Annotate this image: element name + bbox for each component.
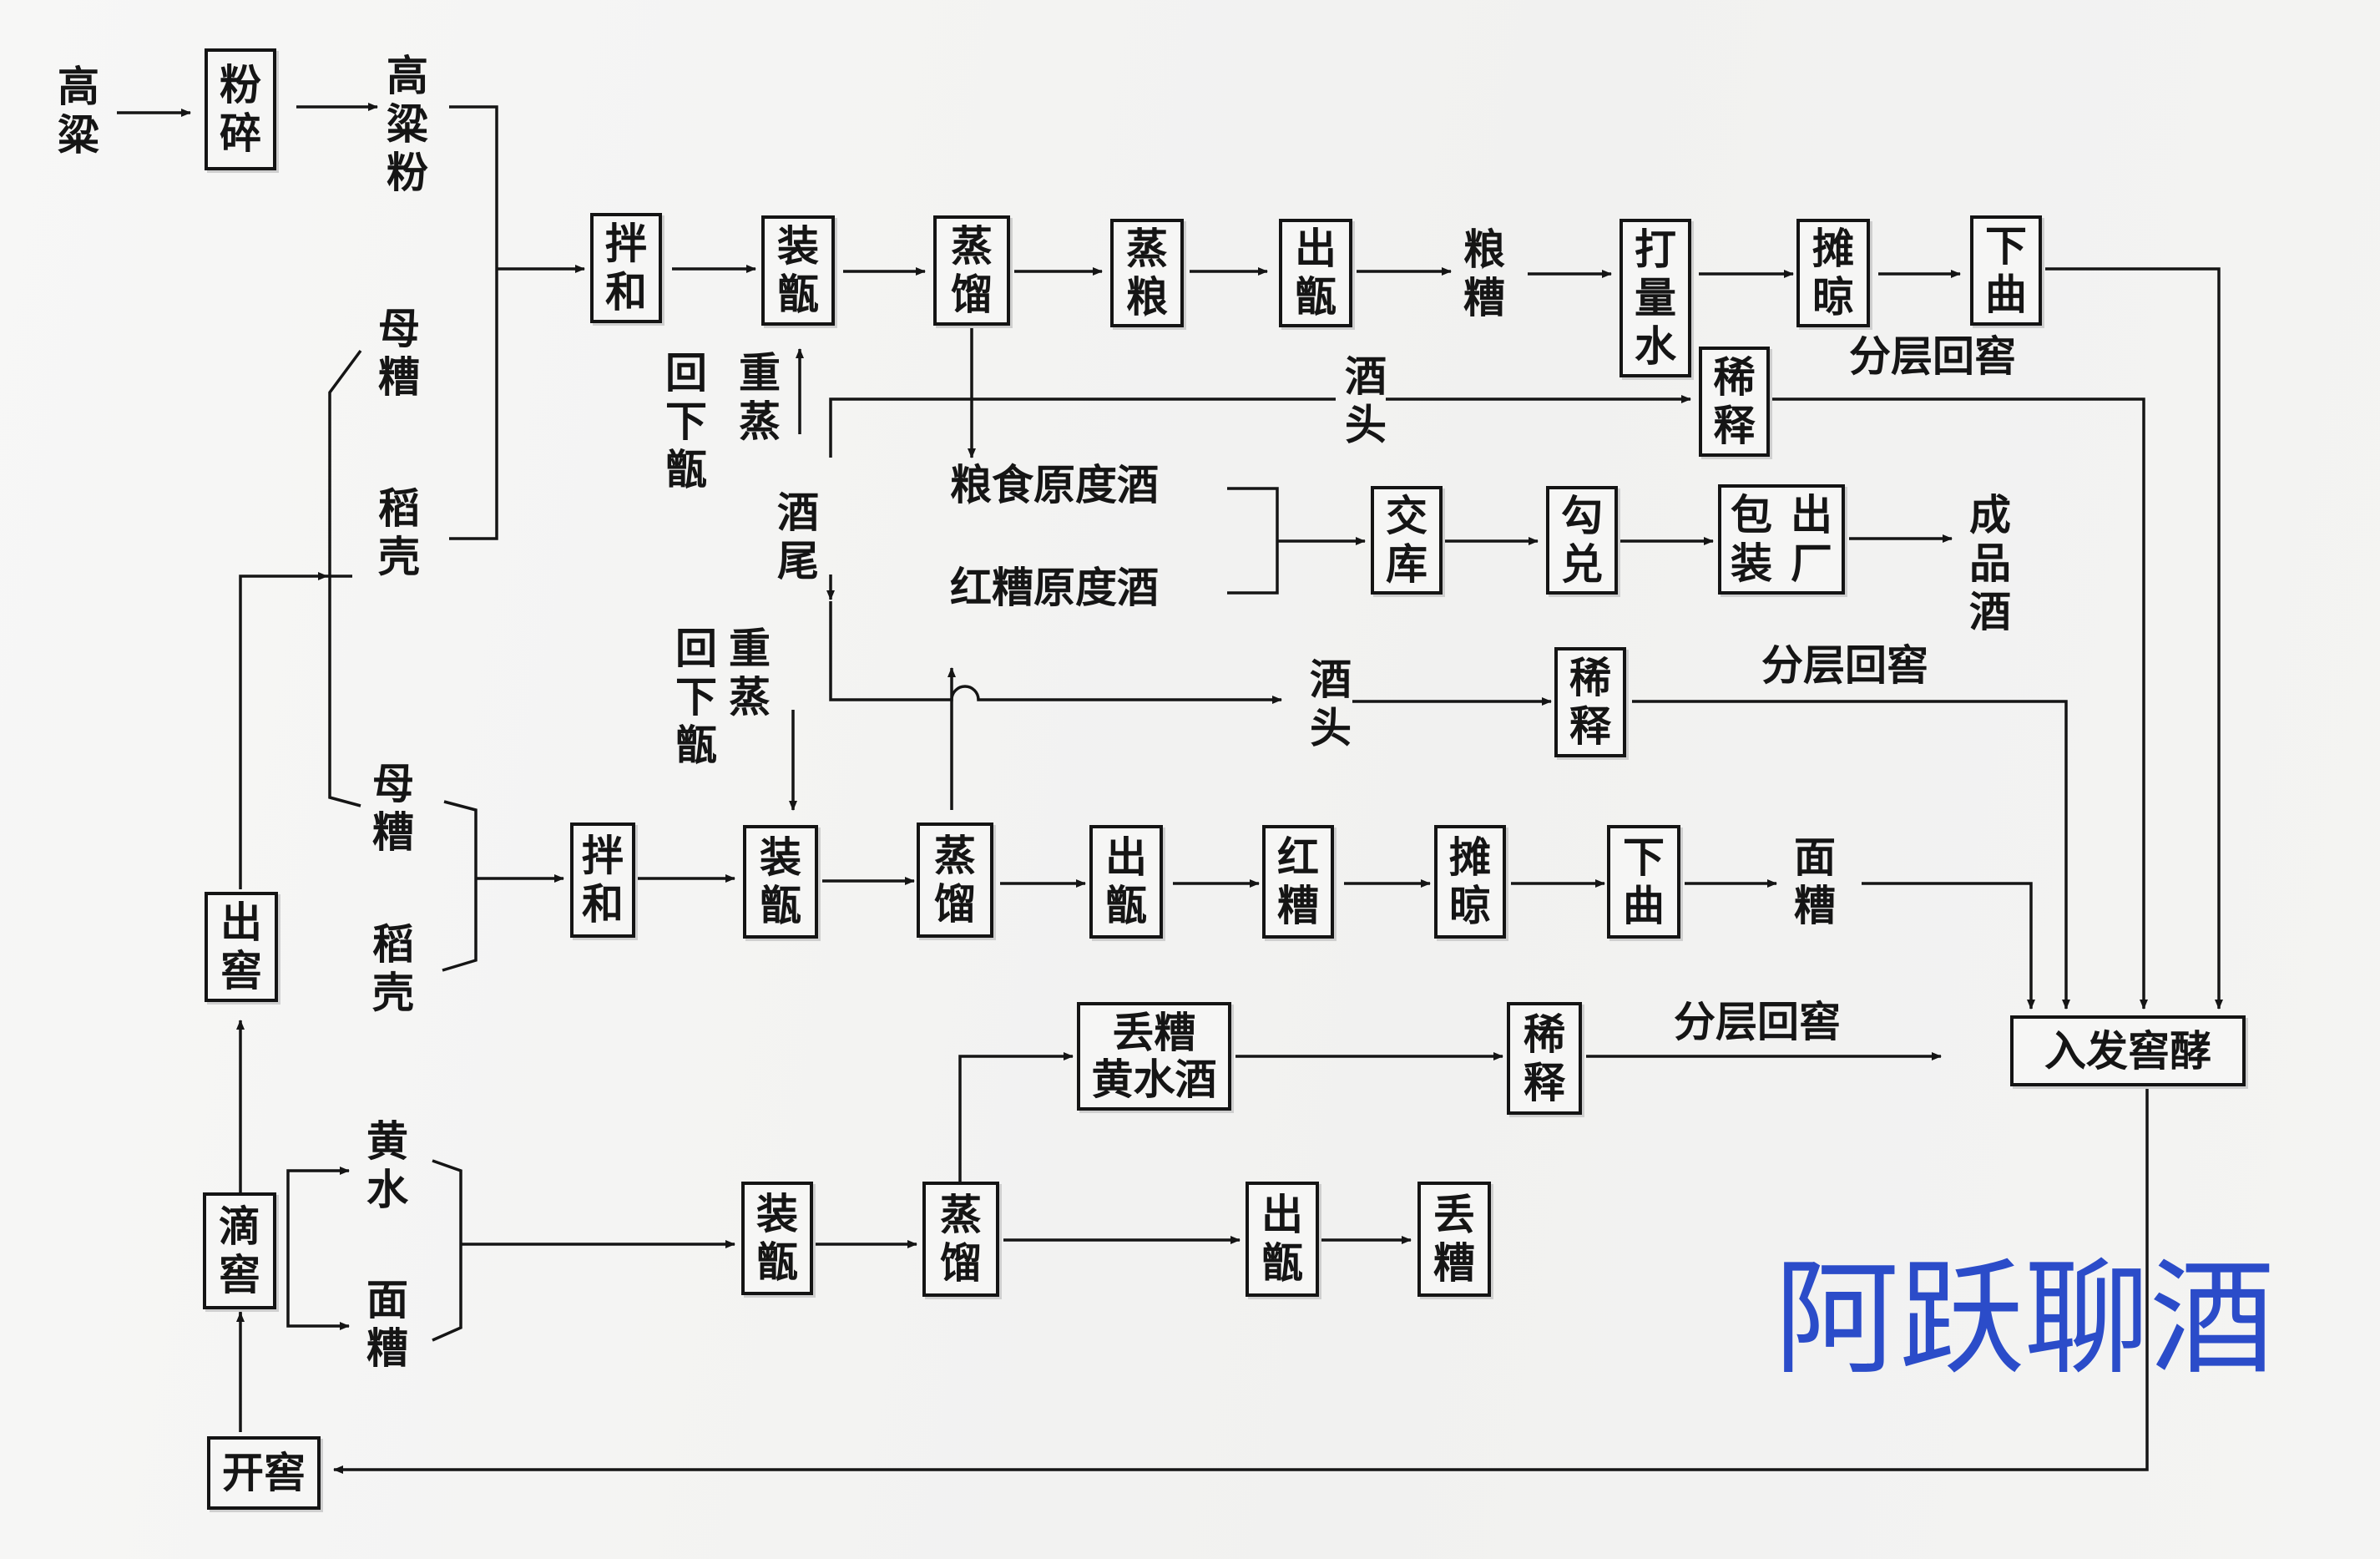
label-daoke-2: 稻壳 (372, 919, 414, 1017)
box-diuzao-huangshuijiu-label: 丢糟 黄水酒 (1091, 1008, 1217, 1104)
box-banhe-2: 拌和 (570, 823, 635, 938)
box-tanliang-1-label: 摊晾 (1812, 224, 1854, 321)
box-diuzao: 丢糟 (1417, 1182, 1491, 1297)
label-jiuwei: 酒尾 (777, 488, 819, 585)
box-diuzao-huangshuijiu: 丢糟 黄水酒 (1077, 1002, 1231, 1111)
label-chongzheng-2: 重蒸 (729, 624, 771, 721)
box-xishi-2: 稀释 (1554, 647, 1626, 757)
box-zhengliu-2-label: 蒸馏 (934, 831, 976, 929)
box-banhe-2-label: 拌和 (582, 831, 624, 929)
box-zhengliu-3: 蒸馏 (922, 1182, 999, 1297)
box-chuchang-label: 出厂 (1791, 490, 1832, 588)
box-xishi-1: 稀释 (1699, 347, 1770, 457)
box-chuzeng-2: 出甑 (1089, 825, 1163, 939)
box-hongzao: 红糟 (1262, 825, 1334, 939)
box-tanliang-1: 摊晾 (1796, 219, 1870, 327)
box-kaijiao: 开窖 (207, 1436, 321, 1510)
label-daoke-1: 稻壳 (378, 483, 420, 581)
label-jiutou-2: 酒头 (1310, 655, 1352, 752)
label-mianzao-2: 面糟 (366, 1275, 408, 1373)
box-dijiao: 滴窖 (203, 1192, 276, 1309)
box-tanliang-2: 摊晾 (1434, 825, 1506, 939)
box-xiaqu-2-label: 下曲 (1623, 833, 1665, 930)
box-jiaoku-label: 交库 (1386, 491, 1427, 589)
label-liangzao: 粮糟 (1463, 225, 1505, 322)
box-goudui-label: 勾兑 (1561, 491, 1603, 589)
label-fenceng-huijiao-1: 分层回窖 (1849, 332, 2016, 381)
label-fenceng-huijiao-3: 分层回窖 (1674, 997, 1841, 1046)
box-fensui: 粉碎 (205, 48, 276, 170)
label-chengpinjiu: 成品酒 (1969, 490, 2011, 636)
box-xishi-2-label: 稀释 (1569, 653, 1611, 751)
box-zhengliu-3-label: 蒸馏 (940, 1190, 982, 1288)
label-huixiazeng-2: 回下甑 (675, 624, 717, 770)
box-rufajiaojiao: 入发窖酵 (2010, 1015, 2246, 1086)
label-muzao-1: 母糟 (378, 304, 420, 402)
label-hongzao-yuandujiu: 红糟原度酒 (950, 563, 1159, 612)
box-chuzeng-3-label: 出甑 (1261, 1190, 1303, 1288)
box-xishi-1-label: 稀释 (1713, 352, 1756, 450)
box-zhengliang-label: 蒸粮 (1126, 224, 1168, 321)
label-gaoliangfen: 高粱粉 (387, 51, 428, 197)
box-daliangshui-label: 打量水 (1635, 225, 1676, 371)
box-chuzeng-1-label: 出甑 (1295, 224, 1337, 321)
box-jiaoku: 交库 (1371, 486, 1443, 595)
box-zhengliu-1: 蒸馏 (933, 215, 1010, 326)
box-baozhuang-chuchang: 包装出厂 (1718, 484, 1845, 595)
label-liangshi-yuandujiu: 粮食原度酒 (950, 460, 1159, 509)
box-zhengliang: 蒸粮 (1110, 219, 1184, 327)
box-chuzeng-1: 出甑 (1279, 219, 1352, 327)
box-xiaqu-1-label: 下曲 (1985, 221, 2027, 319)
box-xiaqu-1: 下曲 (1970, 215, 2042, 326)
watermark: 阿跃聊酒 (1774, 1247, 2276, 1392)
label-huixiazeng-1: 回下甑 (665, 348, 707, 494)
box-goudui: 勾兑 (1546, 486, 1618, 595)
box-dijiao-label: 滴窖 (219, 1202, 260, 1299)
box-zhuangzeng-2: 装甑 (743, 825, 818, 939)
box-zhengliu-1-label: 蒸馏 (951, 221, 993, 319)
label-jiutou-1: 酒头 (1345, 352, 1387, 449)
box-banhe-1-label: 拌和 (605, 219, 647, 316)
box-chuzeng-3: 出甑 (1246, 1182, 1319, 1297)
box-xiaqu-2: 下曲 (1607, 825, 1680, 939)
box-kaijiao-label: 开窖 (222, 1448, 306, 1497)
label-mianzao-1: 面糟 (1794, 833, 1836, 930)
box-chujiao: 出窖 (205, 892, 278, 1002)
box-chuzeng-2-label: 出甑 (1105, 833, 1147, 930)
box-diuzao-label: 丢糟 (1433, 1190, 1475, 1288)
box-zhengliu-2: 蒸馏 (917, 823, 993, 938)
box-zhuangzeng-3: 装甑 (741, 1182, 813, 1295)
box-chujiao-label: 出窖 (220, 898, 262, 995)
label-gaoliang: 高粱 (58, 62, 99, 159)
box-xishi-3: 稀释 (1507, 1002, 1582, 1115)
box-zhuangzeng-2-label: 装甑 (760, 833, 801, 930)
box-banhe-1: 拌和 (590, 213, 662, 323)
box-daliangshui: 打量水 (1620, 219, 1691, 377)
box-xishi-3-label: 稀释 (1524, 1009, 1565, 1107)
label-muzao-2: 母糟 (372, 759, 414, 857)
box-fensui-label: 粉碎 (220, 60, 261, 158)
box-zhuangzeng-1-label: 装甑 (777, 221, 819, 319)
label-huangshui: 黄水 (366, 1116, 408, 1214)
box-zhuangzeng-1: 装甑 (761, 215, 835, 326)
box-rufajiaojiao-label: 入发窖酵 (2044, 1025, 2211, 1076)
box-zhuangzeng-3-label: 装甑 (756, 1189, 798, 1287)
label-fenceng-huijiao-2: 分层回窖 (1761, 640, 1928, 690)
box-hongzao-label: 红糟 (1277, 833, 1319, 930)
label-chongzheng-1: 重蒸 (739, 348, 781, 446)
box-tanliang-2-label: 摊晾 (1449, 833, 1491, 930)
box-baozhuang-label: 包装 (1731, 490, 1772, 588)
